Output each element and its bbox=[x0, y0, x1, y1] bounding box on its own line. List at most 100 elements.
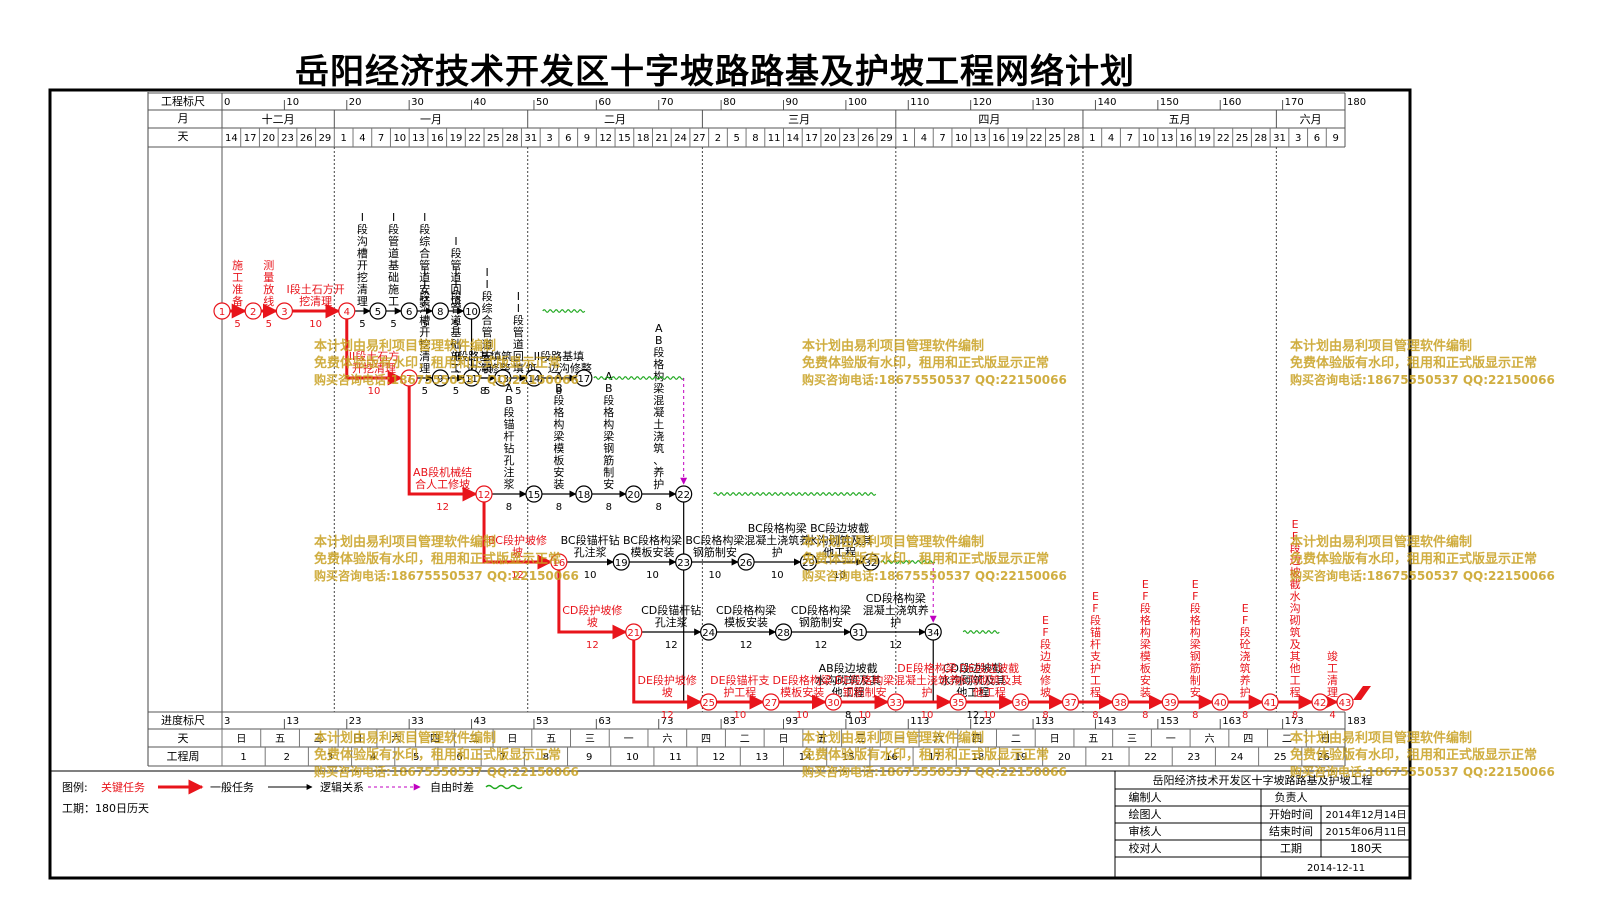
legend-critical-label: 关键任务 bbox=[101, 780, 145, 794]
progress-tick-label: 143 bbox=[1097, 716, 1116, 727]
scale-tick-label: 100 bbox=[848, 97, 867, 108]
outer-frame bbox=[48, 88, 1412, 880]
node-label-29: 29 bbox=[802, 558, 815, 569]
watermark: 本计划由易利项目管理软件编制免费体验版有水印，租用和正式版显示正常购买咨询电话:… bbox=[314, 534, 579, 583]
node-label-20: 20 bbox=[627, 490, 640, 501]
progress-tick-label: 183 bbox=[1347, 716, 1366, 727]
task-name-12-15-char: 孔 bbox=[503, 454, 514, 467]
task-name-29-32: 水沟砌筑及其 bbox=[807, 533, 873, 547]
progress-tick-label: 63 bbox=[598, 716, 611, 727]
task-name-21-25: DE段护坡修 bbox=[637, 673, 696, 687]
weekday-label: 六 bbox=[1204, 733, 1214, 745]
task-name-18-20-char: 筋 bbox=[603, 453, 614, 467]
task-name-30-33: 钢筋制安 bbox=[843, 685, 887, 699]
task-name-25-27: DE段锚杆支 bbox=[710, 673, 769, 687]
progress-tick-label: 113 bbox=[910, 716, 929, 727]
watermark-line1: 本计划由易利项目管理软件编制 bbox=[1290, 338, 1472, 354]
task-name-24-28: 模板安装 bbox=[724, 615, 768, 629]
watermark-line1: 本计划由易利项目管理软件编制 bbox=[1290, 534, 1472, 550]
task-name-5-6-char: I bbox=[392, 211, 395, 224]
progress-tick-label: 3 bbox=[224, 716, 230, 727]
week-label: 21 bbox=[1101, 752, 1114, 763]
node-8 bbox=[431, 302, 449, 320]
day-label: 31 bbox=[1273, 133, 1286, 144]
day-label: 18 bbox=[637, 133, 650, 144]
task-name-9-11-char: 道 bbox=[450, 313, 461, 327]
task-name-27-30: DE段格构梁 bbox=[773, 673, 832, 687]
task-name-15-18-char: 模 bbox=[553, 442, 564, 455]
day-label: 10 bbox=[955, 133, 968, 144]
task-name-41-42-char: 砌 bbox=[1290, 614, 1301, 627]
day-label: 28 bbox=[1254, 133, 1267, 144]
weekday-label: 四 bbox=[701, 734, 711, 745]
task-name-4-5-char: 段 bbox=[357, 222, 368, 236]
watermark: 本计划由易利项目管理软件编制免费体验版有水印，租用和正式版显示正常购买咨询电话:… bbox=[1290, 338, 1555, 387]
task-name-20-22-char: 格 bbox=[653, 357, 664, 371]
task-name-12-15-char: 钻 bbox=[503, 441, 514, 455]
task-name-5-6-char: 道 bbox=[388, 246, 399, 260]
task-name-20-22-char: 护 bbox=[653, 477, 664, 491]
month-label: 十二月 bbox=[262, 112, 295, 126]
day-label: 6 bbox=[1314, 133, 1320, 144]
task-name-15-18-char: 梁 bbox=[553, 429, 564, 443]
progress-tick-label: 123 bbox=[973, 716, 992, 727]
weekday-label: 日 bbox=[507, 734, 517, 745]
task-name-6-8-char: 合 bbox=[419, 246, 430, 260]
watermark-line2: 免费体验版有水印，租用和正式版显示正常 bbox=[1290, 355, 1537, 371]
weekday-label: 五 bbox=[546, 734, 556, 745]
legend-float-wave bbox=[485, 784, 523, 790]
node-29 bbox=[799, 553, 818, 571]
day-label: 16 bbox=[431, 133, 444, 144]
node-11 bbox=[462, 369, 481, 387]
day-label: 22 bbox=[1030, 133, 1043, 144]
week-label: 3 bbox=[327, 752, 333, 763]
day-label: 8 bbox=[752, 133, 758, 144]
task-name-31-34: 混凝土浇筑养 bbox=[863, 603, 929, 617]
scale-tick-label: 130 bbox=[1035, 97, 1054, 108]
week-label: 7 bbox=[500, 752, 506, 763]
task-duration-33-35: 10 bbox=[921, 710, 934, 721]
node-label-28: 28 bbox=[777, 628, 790, 639]
task-name-26-29: BC段格构梁 bbox=[748, 521, 807, 535]
day-label: 1 bbox=[902, 133, 908, 144]
title-block-owner: 负责人 bbox=[1275, 790, 1308, 804]
node-17 bbox=[575, 369, 593, 387]
node-13 bbox=[494, 369, 512, 387]
task-name-15-18-char: 构 bbox=[553, 417, 564, 431]
task-name-42-43-char: 理 bbox=[1327, 686, 1338, 699]
scale-tick-label: 170 bbox=[1285, 97, 1304, 108]
task-name-41-42-char: 其 bbox=[1290, 650, 1301, 663]
node-label-40: 40 bbox=[1214, 698, 1227, 709]
watermark-line2: 免费体验版有水印，租用和正式版显示正常 bbox=[802, 355, 1049, 371]
day-label: 7 bbox=[939, 133, 945, 144]
progress-tick-label: 163 bbox=[1222, 716, 1241, 727]
task-duration-37-38: 8 bbox=[1092, 710, 1098, 721]
day-label: 19 bbox=[1198, 133, 1211, 144]
day-label: 12 bbox=[599, 133, 612, 144]
footer-weekday-label: 天 bbox=[178, 732, 189, 745]
task-name-4-7: II段土石方 bbox=[349, 349, 400, 363]
task-name-12-15-char: A bbox=[505, 382, 513, 395]
node-label-6: 6 bbox=[406, 307, 412, 318]
task-name-31-34: CD段格构梁 bbox=[866, 591, 926, 605]
task-name-41-42-char: 工 bbox=[1290, 674, 1301, 687]
task-name-5-6-char: 工 bbox=[388, 295, 399, 308]
day-label: 17 bbox=[805, 133, 818, 144]
month-label: 三月 bbox=[788, 113, 810, 126]
task-name-6-8-char: I bbox=[423, 211, 426, 224]
task-duration-2-3: 5 bbox=[266, 319, 272, 330]
task-duration-36-37: 8 bbox=[1042, 710, 1048, 721]
week-label: 17 bbox=[928, 752, 941, 763]
weekday-label: 一 bbox=[1166, 734, 1176, 745]
task-name-15-18-char: B bbox=[555, 382, 563, 395]
task-duration-4-7: 10 bbox=[368, 386, 381, 397]
weekday-label: 六 bbox=[662, 733, 672, 745]
title-block-date: 2014-12-11 bbox=[1307, 863, 1365, 874]
task-name-39-40-char: 制 bbox=[1190, 674, 1201, 687]
task-duration-16-19: 10 bbox=[584, 570, 597, 581]
